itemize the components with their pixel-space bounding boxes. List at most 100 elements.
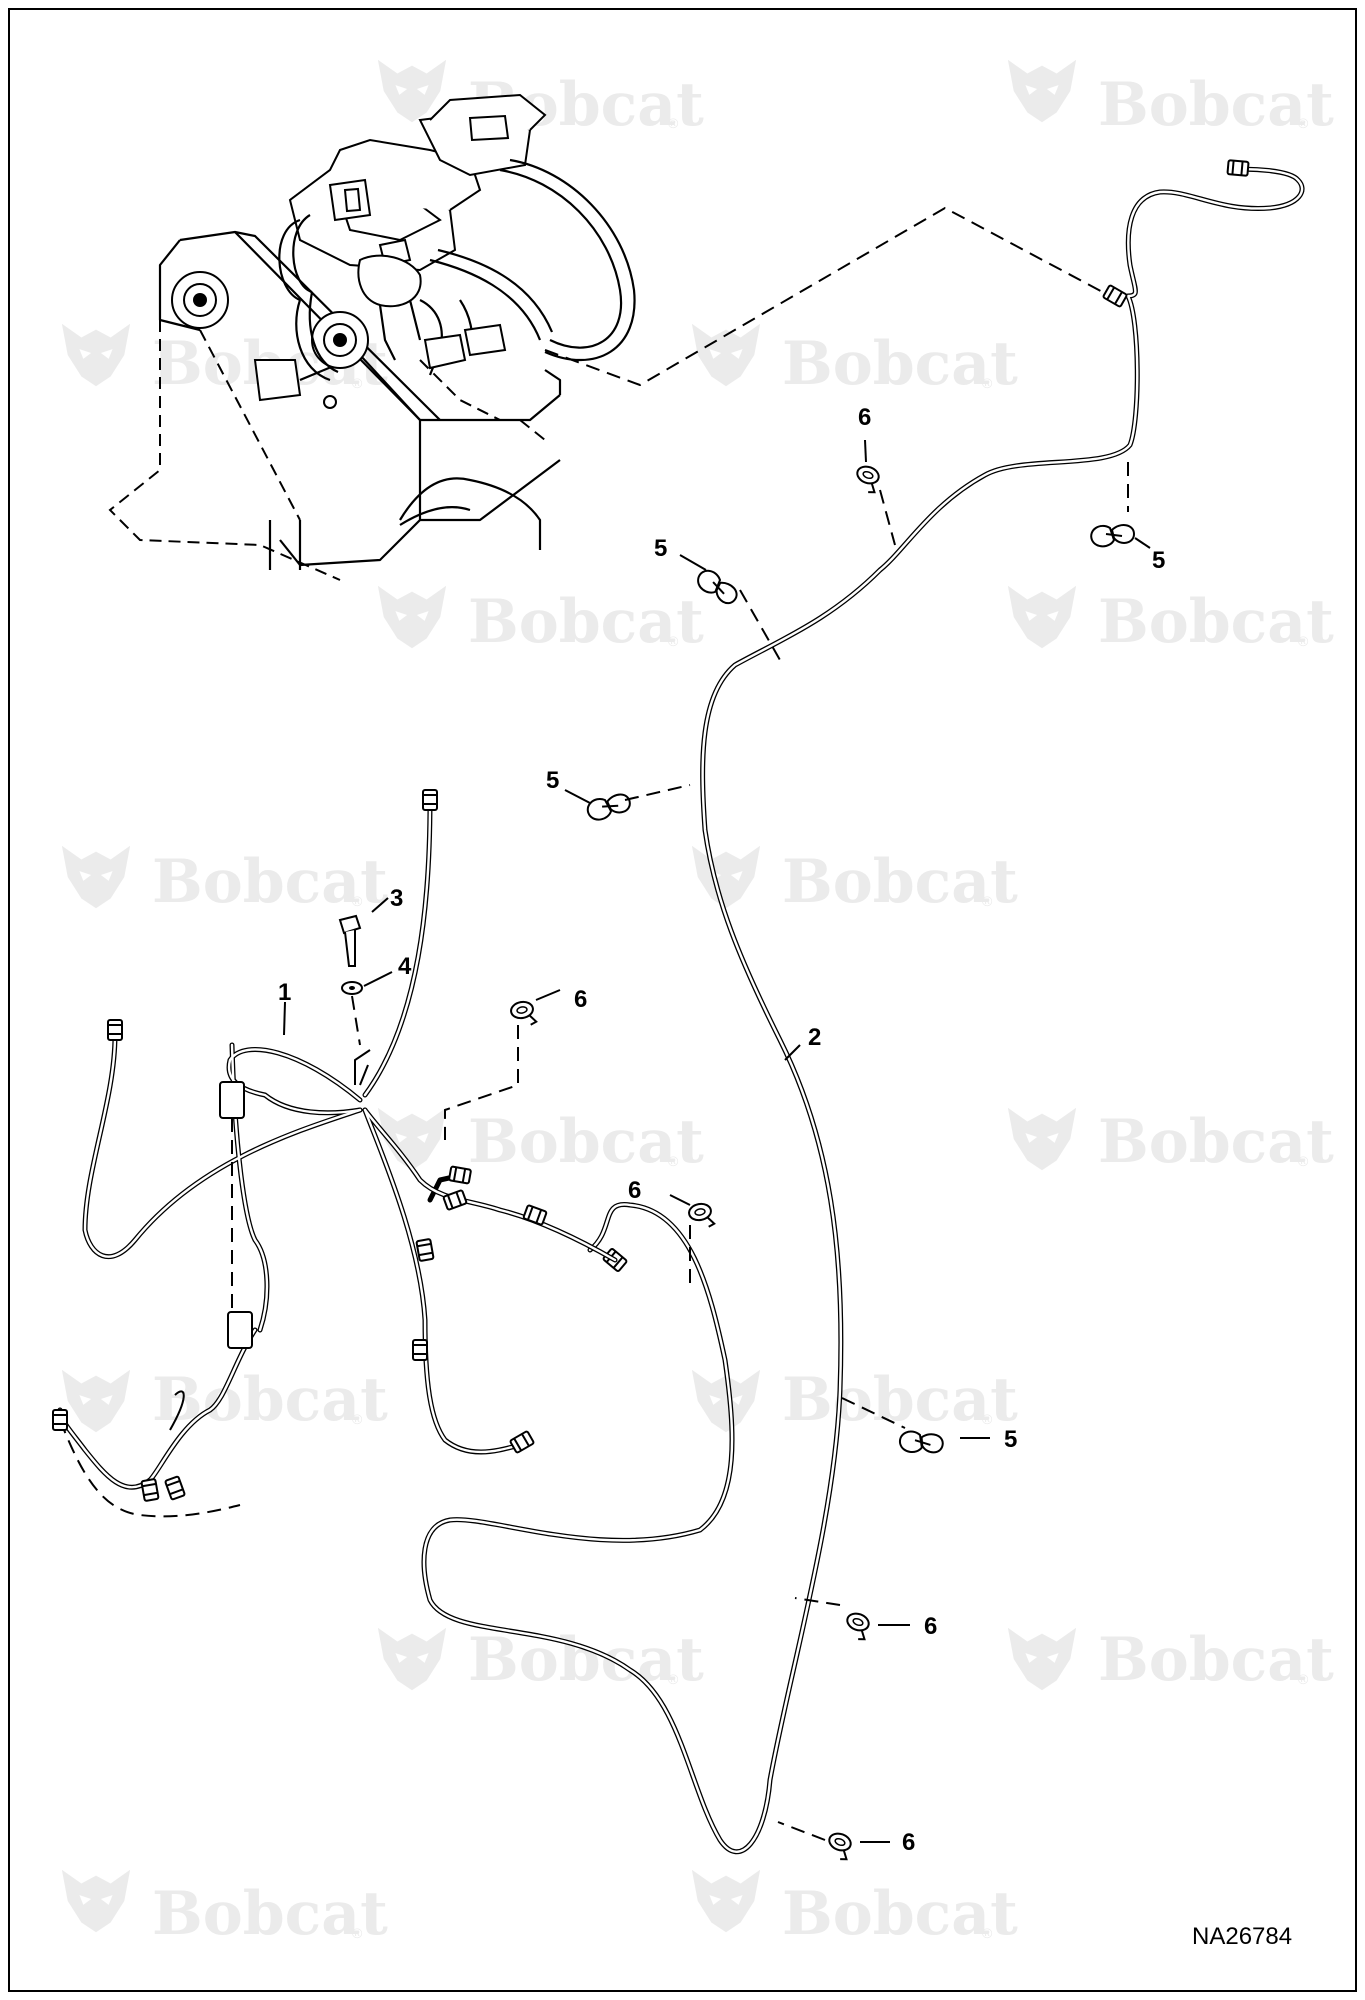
watermark-registered: ®: [668, 1153, 679, 1169]
watermark-tile-4: Bobcat ®: [691, 323, 1018, 399]
watermark-tile-8: Bobcat ®: [691, 845, 1018, 917]
bobcat-logo-icon: [1007, 585, 1077, 649]
harness-1-connector-c: [522, 1204, 548, 1226]
harness-1-connector-left: [107, 1019, 123, 1041]
watermark-tile-10: Bobcat ®: [1007, 1107, 1334, 1177]
watermark-tile-14: Bobcat ®: [1007, 1625, 1334, 1695]
callout-5-top-right: 5: [1152, 547, 1165, 574]
watermark-registered: ®: [668, 633, 679, 649]
callout-6-bottom: 6: [902, 1829, 915, 1856]
callout-6-top: 6: [858, 404, 871, 431]
watermark-text: Bobcat: [782, 1879, 1018, 1949]
harness-1-connector-top: [422, 789, 438, 811]
harness-1-connector-h: [164, 1475, 186, 1501]
watermark-text: Bobcat: [152, 1879, 388, 1949]
watermark-tile-15: Bobcat ®: [61, 1869, 388, 1949]
callout-5-middle: 5: [546, 767, 559, 794]
watermark-registered: ®: [352, 375, 363, 391]
callout-6-left: 6: [574, 986, 587, 1013]
washer-part: [341, 981, 363, 995]
harness-1-connector-g: [52, 1409, 68, 1431]
watermark-registered: ®: [1298, 115, 1309, 131]
watermark-registered: ®: [352, 1925, 363, 1941]
watermark-tile-6: Bobcat ®: [1007, 585, 1334, 657]
watermark-text: Bobcat: [468, 1107, 704, 1177]
watermark-layer: Bobcat ® Bobcat ® Bobcat ® Bobcat ® Bobc…: [61, 59, 1334, 1949]
watermark-tile-2: Bobcat ®: [1007, 59, 1334, 140]
callout-4: 4: [398, 953, 412, 980]
clip-5-top-right: [1090, 524, 1135, 548]
watermark-registered: ®: [352, 893, 363, 909]
watermark-registered: ®: [982, 375, 993, 391]
bolt-part: [338, 914, 362, 967]
bobcat-logo-icon: [1007, 1627, 1077, 1691]
harness-1-grommet-lower: [227, 1311, 253, 1349]
watermark-registered: ®: [668, 1671, 679, 1687]
drawing-id: NA26784: [1192, 1923, 1292, 1950]
watermark-tile-5: Bobcat ®: [377, 585, 704, 657]
bobcat-logo-icon: [691, 323, 761, 387]
bobcat-logo-icon: [1007, 1107, 1077, 1171]
callout-5-lower: 5: [1004, 1426, 1017, 1453]
watermark-text: Bobcat: [782, 1365, 1018, 1435]
watermark-registered: ®: [982, 1411, 993, 1427]
routing-guide-line: [544, 206, 1111, 387]
bobcat-logo-icon: [691, 845, 761, 909]
watermark-registered: ®: [668, 115, 679, 131]
clip-6-bottom: [823, 1829, 856, 1863]
watermark-text: Bobcat: [468, 587, 704, 657]
callout-6-lower: 6: [924, 1613, 937, 1640]
harness-1: [52, 789, 618, 1518]
watermark-tile-12: Bobcat ®: [691, 1365, 1018, 1435]
watermark-tile-7: Bobcat ®: [61, 845, 388, 917]
watermark-tile-13: Bobcat ®: [377, 1625, 704, 1695]
harness-1-connector-b: [442, 1189, 468, 1211]
harness-2-connector-top: [1226, 159, 1250, 177]
bobcat-logo-icon: [377, 1627, 447, 1691]
watermark-text: Bobcat: [782, 329, 1018, 399]
clip-6-top: [851, 462, 884, 496]
watermark-registered: ®: [352, 1411, 363, 1427]
harness-1-grommet-upper: [219, 1081, 245, 1119]
harness-1-connector-f: [508, 1429, 536, 1455]
callout-3: 3: [390, 885, 403, 912]
watermark-text: Bobcat: [152, 847, 388, 917]
watermark-tile-9: Bobcat ®: [377, 1107, 704, 1177]
watermark-text: Bobcat: [782, 847, 1018, 917]
watermark-text: Bobcat: [1098, 70, 1334, 140]
watermark-registered: ®: [1298, 633, 1309, 649]
harness-1-connector-e: [412, 1339, 428, 1361]
callout-6-center: 6: [628, 1177, 641, 1204]
watermark-registered: ®: [982, 1925, 993, 1941]
bobcat-logo-icon: [61, 1869, 131, 1933]
watermark-text: Bobcat: [1098, 1625, 1334, 1695]
clip-6-center: [686, 1201, 716, 1231]
watermark-registered: ®: [982, 893, 993, 909]
callout-1: 1: [278, 979, 291, 1006]
bobcat-logo-icon: [61, 845, 131, 909]
clip-6-left: [508, 999, 538, 1029]
harness-1-connector-a: [447, 1165, 473, 1185]
harness-1-connector-i: [140, 1477, 160, 1503]
harness-1-connector-d: [415, 1237, 435, 1263]
callout-5-upper-mid: 5: [654, 535, 667, 562]
watermark-tile-16: Bobcat ®: [691, 1869, 1018, 1949]
bobcat-logo-icon: [61, 1369, 131, 1433]
valve-assembly-illustration: [108, 93, 636, 581]
harness-2-junction: [1101, 283, 1129, 309]
callout-2: 2: [808, 1024, 821, 1051]
bobcat-logo-icon: [61, 323, 131, 387]
watermark-registered: ®: [1298, 1671, 1309, 1687]
harness-2: [421, 159, 1305, 1855]
watermark-text: Bobcat: [1098, 587, 1334, 657]
watermark-registered: ®: [1298, 1153, 1309, 1169]
drawing-frame: [8, 8, 1357, 1992]
watermark-text: Bobcat: [468, 1625, 704, 1695]
watermark-tile-11: Bobcat ®: [61, 1365, 388, 1435]
clip-5-middle: [584, 791, 633, 823]
watermark-text: Bobcat: [1098, 1107, 1334, 1177]
bobcat-logo-icon: [691, 1869, 761, 1933]
bobcat-logo-icon: [377, 585, 447, 649]
clip-6-lower: [841, 1609, 874, 1643]
